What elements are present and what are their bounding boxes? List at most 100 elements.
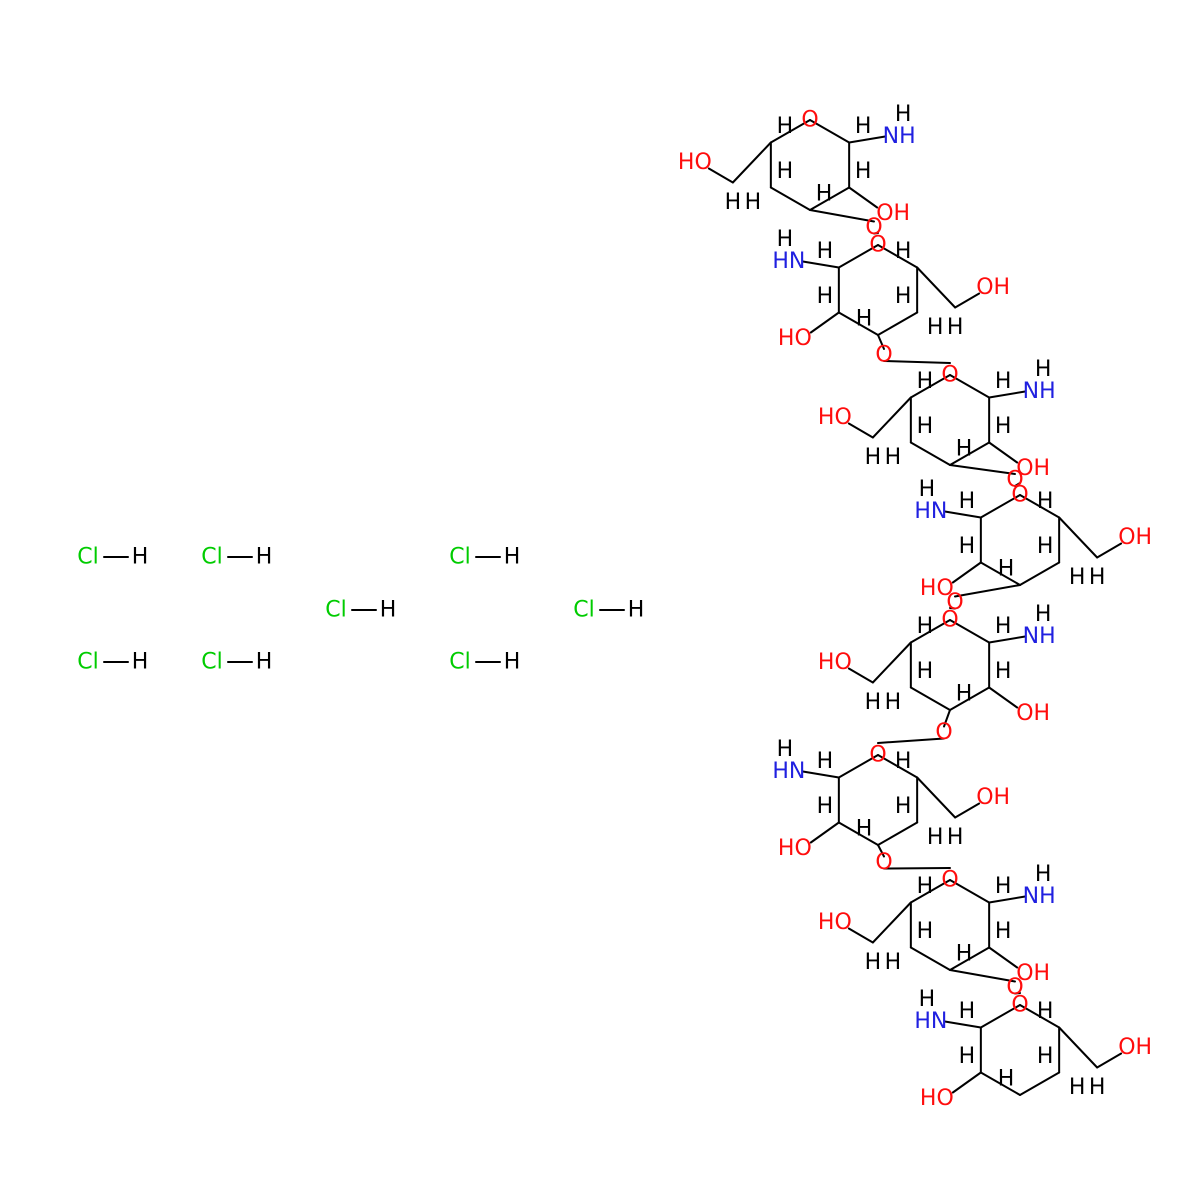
ring-hydrogen: H [998,1067,1015,1092]
methylene-hydrogen: H [865,445,882,470]
ring-bond [909,374,951,399]
hydrogen-atom: H [256,650,273,675]
amine-group: NH [1023,624,1056,649]
hydrogen-atom: H [628,598,645,623]
ring-bond [877,821,919,846]
ring-bond [909,946,951,971]
hydroxymethyl-group: OH [976,275,1010,300]
ring-bond [949,619,991,644]
amine-bond [801,260,840,269]
hydroxymethyl-bond [847,422,874,439]
ring-bond [909,686,951,711]
ring-bond [1019,1004,1061,1029]
ring-bond [979,1004,1021,1029]
ring-bond [837,244,879,269]
ring-hydrogen: H [995,414,1012,439]
ring-hydrogen: H [1037,534,1054,559]
ring-bond [809,119,851,144]
hydroxyl-group: OH [876,201,910,226]
methylene-hydrogen: H [927,825,944,850]
amine-group: HN [772,759,805,784]
hydroxymethyl-bond [871,901,912,944]
ring-hydrogen: H [1037,1044,1054,1069]
hydroxyl-group: HO [920,576,954,601]
ring-hydrogen: H [956,942,973,967]
hydrogen-atom: H [504,545,521,570]
ring-hydrogen: H [995,874,1012,899]
ring-bond [769,119,811,144]
hydroxyl-bond [988,441,1019,464]
ring-bond [769,186,811,211]
ring-bond [949,374,991,399]
amine-bond [801,770,840,779]
ring-hydrogen: H [959,489,976,514]
chlorine-atom: Cl [573,598,594,623]
glycosidic-bond [883,360,951,364]
ring-oxygen: O [801,108,818,133]
hydroxymethyl-group: OH [976,785,1010,810]
hydroxymethyl-bond [871,396,912,439]
glycosidic-oxygen: O [875,343,892,368]
hydroxyl-bond [988,686,1019,709]
ring-bond [877,244,919,269]
ring-bond [909,441,951,466]
ring-hydrogen: H [1037,999,1054,1024]
glycosidic-bond [1014,992,1021,995]
amine-hydrogen: H [919,477,936,502]
hydroxyl-group: HO [778,836,812,861]
hydroxyl-bond [809,311,840,334]
glycosidic-bond [949,464,1016,475]
ring-hydrogen: H [856,817,873,842]
hydroxymethyl-bond [916,266,957,309]
ring-hydrogen: H [817,749,834,774]
ring-bond [979,1071,1021,1096]
ring-hydrogen: H [917,414,934,439]
glycosidic-oxygen: O [875,850,892,875]
ring-bond [909,619,951,644]
ring-hydrogen: H [917,369,934,394]
hydrogen-atom: H [132,650,149,675]
ring-oxygen: O [941,608,958,633]
ring-bond [837,311,879,336]
ring-oxygen: O [869,233,886,258]
ring-bond [949,686,991,711]
amine-hydrogen: H [777,227,794,252]
ring-hydrogen: H [895,749,912,774]
ring-bond [809,186,851,211]
methylene-hydrogen: H [1089,1075,1106,1100]
hydroxyl-group: HO [778,326,812,351]
chlorine-atom: Cl [449,545,470,570]
glycosidic-bond [873,232,879,235]
amine-hydrogen: H [777,737,794,762]
glycosidic-bond [877,737,945,744]
ring-oxygen: O [1011,993,1028,1018]
ring-hydrogen: H [956,437,973,462]
methylene-hydrogen: H [1069,565,1086,590]
ring-oxygen: O [941,363,958,388]
ring-bond [979,494,1021,519]
ring-hydrogen: H [917,919,934,944]
hydroxymethyl-bond [847,667,874,684]
ring-bond [949,441,991,466]
ring-hydrogen: H [917,614,934,639]
methylene-hydrogen: H [1089,565,1106,590]
ring-hydrogen: H [895,794,912,819]
hydroxyl-bond [951,1071,982,1094]
ring-hydrogen: H [895,239,912,264]
hydroxyl-group: OH [1016,701,1050,726]
hydroxymethyl-bond [1096,542,1123,559]
glycosidic-oxygen: O [1006,975,1023,1000]
methylene-hydrogen: H [885,445,902,470]
ring-hydrogen: H [777,114,794,139]
hydroxymethyl-bond [847,927,874,944]
methylene-hydrogen: H [927,315,944,340]
ring-hydrogen: H [917,874,934,899]
amine-bond [943,1020,982,1029]
ring-bond [1019,561,1061,586]
hydroxymethyl-bond [954,292,981,309]
glycosidic-oxygen: O [865,215,882,240]
methylene-hydrogen: H [1069,1075,1086,1100]
amine-group: NH [1023,884,1056,909]
ring-hydrogen: H [855,159,872,184]
